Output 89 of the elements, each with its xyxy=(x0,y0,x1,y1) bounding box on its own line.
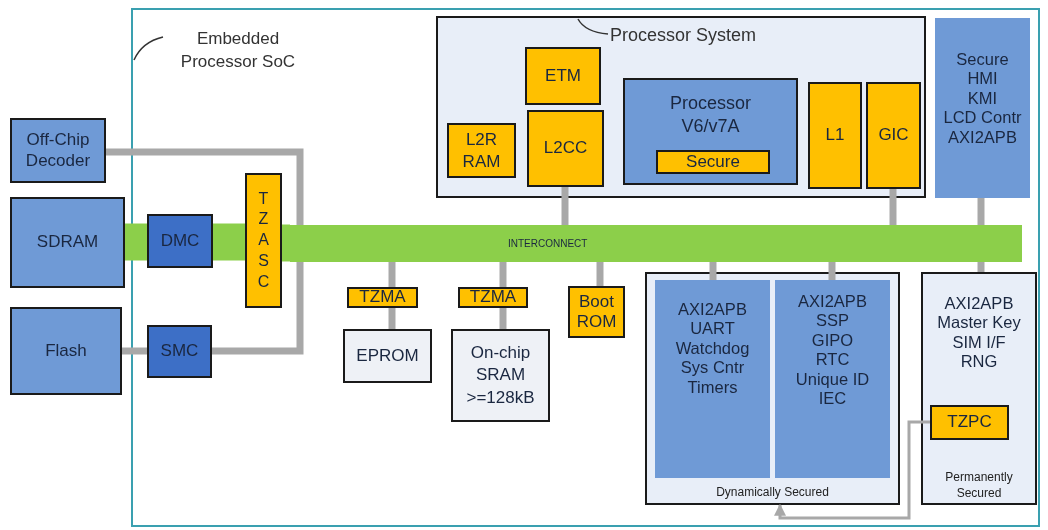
memory-block xyxy=(10,307,122,395)
peripheral-label: Watchdog xyxy=(675,338,750,359)
decoder-block xyxy=(10,118,106,183)
zone-label: Permanently Secured xyxy=(944,468,1014,501)
interrupt-block xyxy=(866,82,921,189)
connector-line xyxy=(212,262,304,355)
connector-line xyxy=(122,347,147,355)
security-block xyxy=(458,287,528,308)
peripheral-label: HMI xyxy=(967,69,998,89)
block-label: Off-Chip Decoder xyxy=(24,130,92,171)
zone-label: Dynamically Secured xyxy=(716,484,829,501)
connector-line xyxy=(977,198,985,225)
peripheral-label: SSP xyxy=(816,311,849,331)
peripheral-panel xyxy=(935,18,1030,198)
connector-line xyxy=(889,189,897,225)
interconnect-bar xyxy=(290,225,1022,262)
connector-line xyxy=(499,308,507,329)
peripheral-label: AXI2APB xyxy=(948,127,1017,148)
peripheral-label: GIPO xyxy=(811,330,854,351)
block-label: On-chip SRAM >=128kB xyxy=(465,342,536,409)
connector-line xyxy=(828,262,836,280)
block-label: TZPC xyxy=(947,412,992,433)
peripheral-label: KMI xyxy=(967,88,998,109)
memory-block xyxy=(343,329,432,383)
block-label: Processor V6/v7A xyxy=(669,92,752,139)
peripheral-label: RTC xyxy=(815,350,850,370)
peripheral-label: Master Key xyxy=(937,313,1021,333)
block-label: Secure xyxy=(686,151,740,173)
peripheral-label: RNG xyxy=(960,352,998,372)
peripheral-label: AXI2APB xyxy=(944,294,1014,314)
security-zone-panel xyxy=(645,272,900,505)
bus-segment xyxy=(213,223,245,261)
bus-label: INTERCONNECT xyxy=(508,237,588,251)
security-block xyxy=(347,287,418,308)
memory-block xyxy=(568,286,625,338)
block-label: L2CC xyxy=(543,138,588,159)
subsystem-panel xyxy=(436,16,926,198)
cache-block xyxy=(808,82,862,189)
memory-block xyxy=(447,123,516,178)
security-block xyxy=(656,150,770,174)
block-label: L1 xyxy=(825,125,845,146)
region-label: Embedded Processor SoC xyxy=(179,28,297,73)
soc-boundary xyxy=(131,8,1040,527)
block-label: SDRAM xyxy=(36,232,99,253)
connector-line xyxy=(106,148,304,225)
connector-line xyxy=(977,262,985,272)
peripheral-label: LCD Contr xyxy=(943,108,1022,128)
peripheral-label: AXI2APB xyxy=(798,292,867,312)
peripheral-label: UART xyxy=(690,319,735,339)
memory-block xyxy=(10,197,125,288)
connector-line xyxy=(709,262,717,280)
peripheral-label: SIM I/F xyxy=(952,332,1006,353)
arrow xyxy=(774,420,930,520)
controller-block xyxy=(147,325,212,378)
bus-segment xyxy=(125,223,147,261)
connector-line xyxy=(499,262,507,287)
block-label: DMC xyxy=(160,230,200,252)
block-label: GIC xyxy=(878,125,909,146)
processor-block xyxy=(623,78,798,185)
peripheral-label: AXI2APB xyxy=(678,300,747,320)
block-label: L2R RAM xyxy=(461,129,502,172)
block-label: TZMA xyxy=(359,287,406,308)
block-label: TZMA xyxy=(469,287,517,308)
peripheral-label: Secure xyxy=(956,50,1009,70)
security-block xyxy=(930,405,1009,440)
peripheral-panel xyxy=(655,280,770,478)
block-label: TZASC xyxy=(256,188,271,292)
peripheral-label: Unique ID xyxy=(795,369,870,390)
connector-line xyxy=(561,187,569,225)
connector-line xyxy=(596,262,604,286)
connector-line xyxy=(388,308,396,329)
security-zone-panel xyxy=(921,272,1037,505)
block-label: Boot ROM xyxy=(575,291,618,333)
peripheral-label: Sys Cntr xyxy=(680,358,745,378)
region-label: Processor System xyxy=(610,24,757,47)
security-block xyxy=(245,173,282,308)
block-label: SMC xyxy=(160,341,199,362)
peripheral-panel xyxy=(775,280,890,478)
peripheral-label: Timers xyxy=(687,377,738,398)
block-label: ETM xyxy=(545,65,581,87)
peripheral-label: IEC xyxy=(818,389,847,409)
bus-segment xyxy=(282,224,290,262)
memory-block xyxy=(451,329,550,422)
controller-block xyxy=(147,214,213,268)
connector-line xyxy=(388,262,396,287)
trace-block xyxy=(525,47,601,105)
block-label: EPROM xyxy=(356,345,419,367)
block-label: Flash xyxy=(45,340,87,362)
cache-block xyxy=(527,110,604,187)
